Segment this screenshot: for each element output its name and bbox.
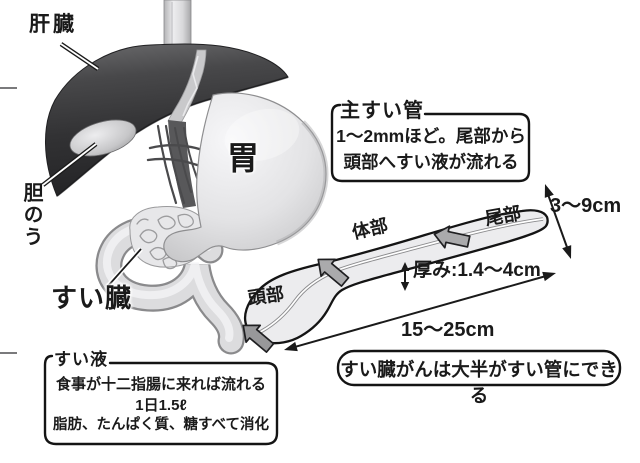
cancer-note-box-border (336, 349, 622, 387)
thickness-measure-label: 厚み:1.4〜4cm (413, 260, 541, 281)
duct-note-line1: 1〜2mmほど。尾部から (336, 126, 526, 146)
duct-note-line2: 頭部へすい液が流れる (343, 152, 519, 172)
length-measure-label: 15〜25cm (401, 319, 495, 341)
width-measure-arrow (544, 184, 572, 259)
flow-arrow-icon (433, 225, 471, 249)
page-edge-tick (0, 87, 17, 89)
juice-note-line2: 1日1.5ℓ (135, 397, 187, 414)
liver-leader-line (59, 42, 100, 71)
cancer-note-text: すい臓がんは大半がすい管にできる (340, 359, 618, 406)
pancreas-label: すい臓 (51, 283, 133, 313)
gallbladder-leader-line (41, 142, 98, 187)
stomach-shape (163, 92, 329, 263)
duct-note-title: 主すい管 (340, 100, 424, 122)
gallbladder-label: 胆のう (20, 182, 42, 248)
flow-arrow-icon (317, 258, 350, 287)
juice-note-line3: 脂肪、たんぱく質、糖すべて消化 (53, 417, 269, 433)
bile-duct-vessels (146, 120, 226, 208)
flow-arrow-icon (242, 324, 275, 353)
head-label: 頭部 (246, 283, 286, 309)
pancreas-schematic-shape (242, 209, 549, 353)
thickness-measure-arrow (400, 262, 410, 291)
juice-note-title: すい液 (54, 350, 108, 369)
pancreas-leader-line (106, 247, 143, 288)
juice-note-line1: 食事が十二指腸に来れば流れる (55, 376, 266, 393)
liver-shape (45, 43, 289, 197)
duct-note-box-border (330, 103, 531, 183)
width-measure-label: 3〜9cm (550, 195, 622, 217)
juice-note-box-border (43, 354, 279, 446)
page-edge-tick (0, 352, 17, 354)
stomach-label: 胃 (227, 140, 260, 176)
liver-label: 肝臓 (29, 13, 77, 36)
gallbladder-shape (69, 119, 137, 157)
length-measure-arrow (284, 271, 556, 352)
